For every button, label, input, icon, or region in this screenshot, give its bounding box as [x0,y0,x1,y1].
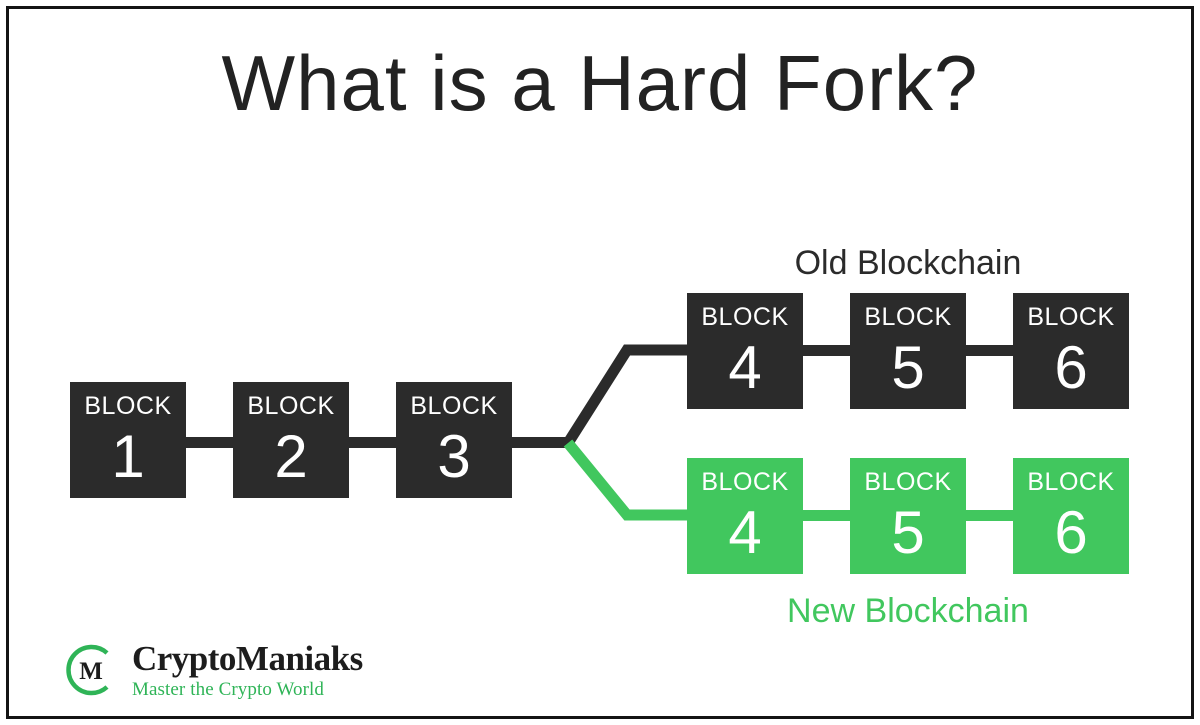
new-block-4-label: BLOCK [701,468,788,496]
old-block-4[interactable]: BLOCK 4 [687,293,803,409]
cryptomaniaks-logo[interactable]: M CryptoManiaks Master the Crypto World [62,641,363,699]
block-3-number: 3 [437,423,470,490]
old-block-5[interactable]: BLOCK 5 [850,293,966,409]
old-block-4-number: 4 [728,334,761,401]
old-block-6-number: 6 [1054,334,1087,401]
block-3-label: BLOCK [410,392,497,420]
old-block-6-label: BLOCK [1027,303,1114,331]
connector-block1-block2 [186,437,234,448]
new-block-5-number: 5 [891,499,924,566]
logo-mark-letter: M [79,658,103,685]
new-block-6-number: 6 [1054,499,1087,566]
new-block-6[interactable]: BLOCK 6 [1013,458,1129,574]
block-2[interactable]: BLOCK 2 [233,382,349,498]
logo-wordmark: CryptoManiaks [132,639,363,678]
connector-new-block4-block5 [802,510,850,521]
old-block-4-label: BLOCK [701,303,788,331]
logo-c-mark-icon: M [62,641,120,699]
connector-fork-stub [512,437,574,448]
new-block-5-label: BLOCK [864,468,951,496]
new-block-4[interactable]: BLOCK 4 [687,458,803,574]
block-3[interactable]: BLOCK 3 [396,382,512,498]
old-block-5-label: BLOCK [864,303,951,331]
logo-text-block: CryptoManiaks Master the Crypto World [132,641,363,699]
block-2-number: 2 [274,423,307,490]
new-block-4-number: 4 [728,499,761,566]
connector-old-branch [563,344,692,446]
new-block-6-label: BLOCK [1027,468,1114,496]
block-1[interactable]: BLOCK 1 [70,382,186,498]
new-block-5[interactable]: BLOCK 5 [850,458,966,574]
block-1-number: 1 [111,423,144,490]
block-1-label: BLOCK [84,392,171,420]
old-block-6[interactable]: BLOCK 6 [1013,293,1129,409]
connector-old-block4-block5 [802,345,850,356]
connector-block2-block3 [349,437,397,448]
connector-new-block5-block6 [965,510,1013,521]
page-title: What is a Hard Fork? [221,39,979,127]
logo-tagline: Master the Crypto World [132,679,324,700]
block-2-label: BLOCK [247,392,334,420]
connector-new-branch [563,439,692,521]
old-blockchain-caption: Old Blockchain [795,244,1022,282]
old-block-5-number: 5 [891,334,924,401]
connector-old-block5-block6 [965,345,1013,356]
new-blockchain-caption: New Blockchain [787,592,1029,630]
